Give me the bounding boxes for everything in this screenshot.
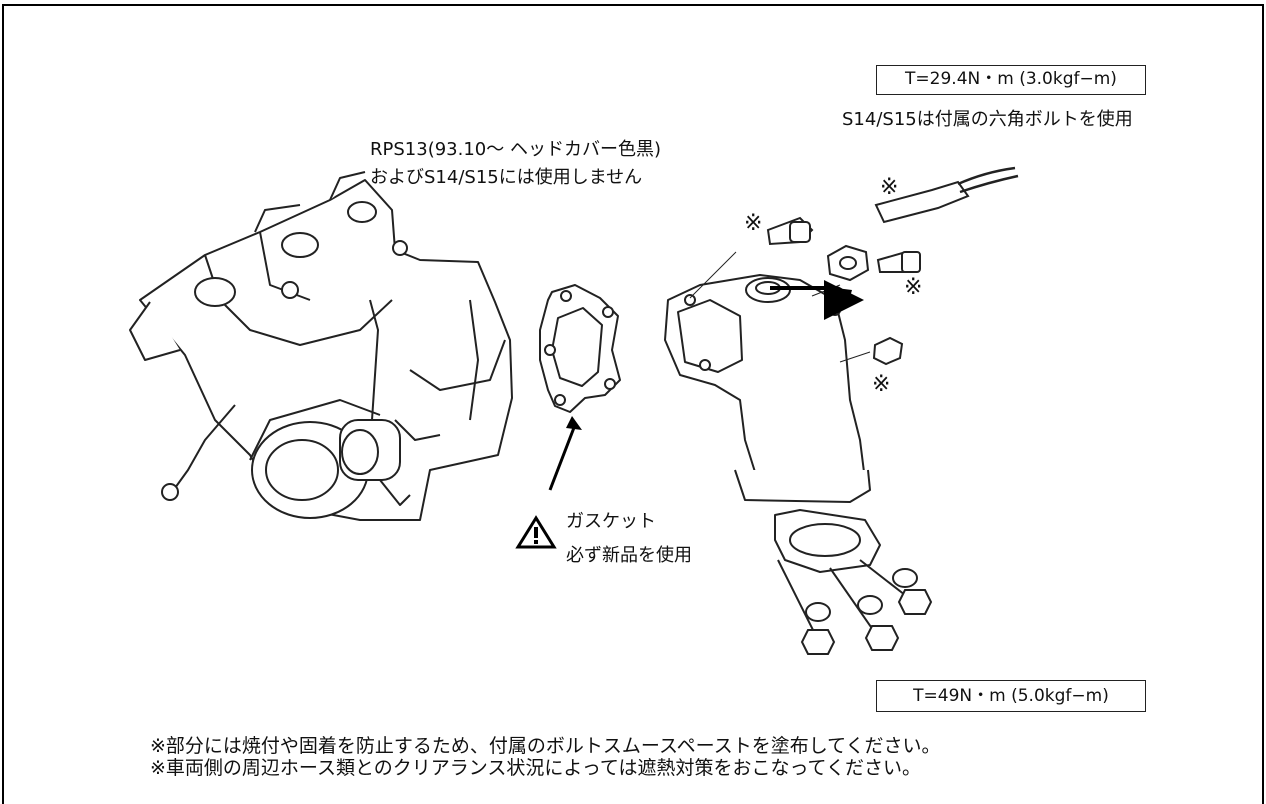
rps13-note-line2: およびS14/S15には使用しません [370, 167, 643, 188]
front-pipe-illustration [664, 274, 881, 573]
mark-nut: ※ [872, 372, 891, 397]
mark-left-bolt: ※ [744, 211, 763, 236]
diagram-frame [2, 4, 1264, 804]
gasket-label-line1: ガスケット [566, 511, 656, 532]
upper-fasteners-illustration [689, 166, 1019, 366]
rps13-arrowhead [836, 288, 852, 304]
torque-top-box: T=29.4N・m (3.0kgf−m) [876, 65, 1146, 95]
gasket-arrowhead [566, 416, 582, 430]
mark-sensor: ※ [880, 175, 899, 200]
turbo-manifold-illustration [129, 171, 513, 521]
footer-note-1: ※部分には焼付や固着を防止するため、付属のボルトスムースペーストを塗布してくださ… [150, 735, 941, 757]
footer-note-2: ※車両側の周辺ホース類とのクリアランス状況によっては遮熱対策をおこなってください… [150, 757, 921, 779]
bottom-nuts-illustration [777, 559, 933, 655]
torque-bottom-label: T=49N・m (5.0kgf−m) [913, 686, 1109, 706]
torque-bottom-box: T=49N・m (5.0kgf−m) [876, 680, 1146, 712]
warning-icon [515, 515, 557, 549]
rps13-note-line1: RPS13(93.10～ ヘッドカバー色黒) [370, 139, 661, 160]
torque-top-note: S14/S15は付属の六角ボルトを使用 [842, 109, 1133, 130]
mark-right-bolt: ※ [904, 275, 923, 300]
torque-top-label: T=29.4N・m (3.0kgf−m) [905, 69, 1117, 89]
gasket-illustration [539, 284, 621, 413]
gasket-label-line2: 必ず新品を使用 [566, 545, 692, 566]
gasket-arrow [548, 424, 577, 491]
